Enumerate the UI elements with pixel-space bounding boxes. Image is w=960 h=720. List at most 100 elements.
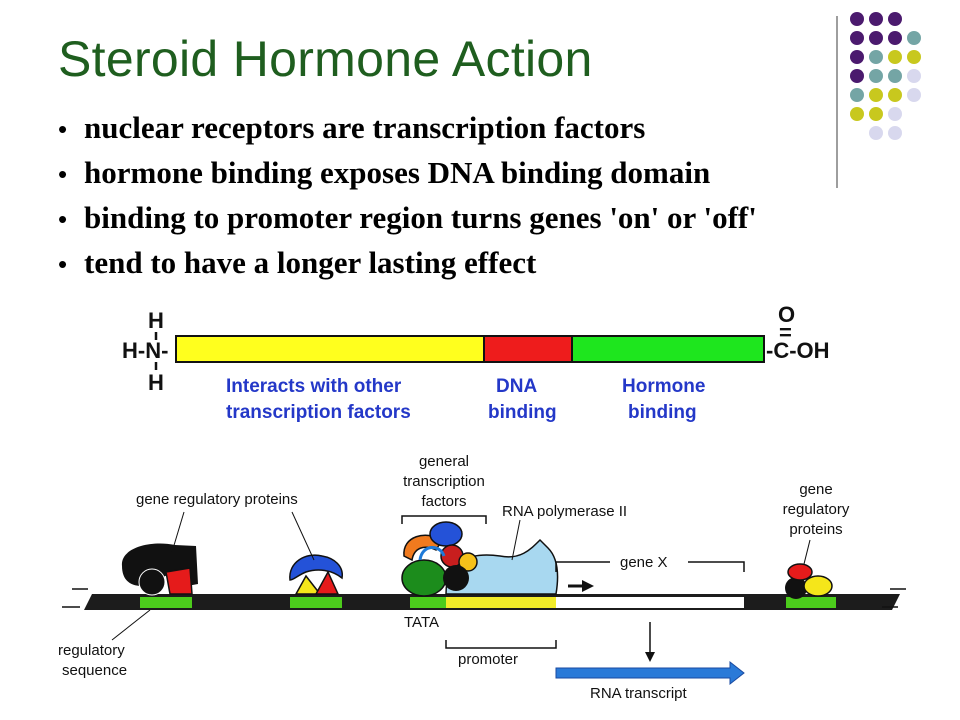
domain-bar-transactivation [175, 335, 485, 363]
rna-transcript-arrow [555, 660, 745, 686]
n-terminus-h-top: H [148, 308, 164, 333]
decorative-dot [869, 107, 883, 121]
label-gene-regulatory-proteins-right: proteins [789, 521, 842, 538]
bullet-text: binding to promoter region turns genes '… [84, 200, 757, 235]
tf-black [443, 565, 469, 591]
leader-line [803, 539, 811, 565]
decorative-dot [907, 31, 921, 45]
bullet-text: hormone binding exposes DNA binding doma… [84, 155, 711, 190]
label-gene-regulatory-proteins: gene regulatory proteins [136, 491, 298, 508]
regulatory-protein-ball [138, 568, 166, 596]
regulatory-sequence-site [786, 597, 836, 608]
n-terminus-amine: H-N- [122, 338, 168, 363]
label-gene-regulatory-proteins-right: gene [799, 481, 832, 498]
label-tata: TATA [404, 614, 439, 631]
decorative-dot [907, 69, 921, 83]
decorative-dot [850, 107, 864, 121]
decorative-dot [850, 31, 864, 45]
bullet-marker: • [58, 249, 68, 279]
leader-line [171, 511, 185, 553]
domain-label: binding [488, 402, 557, 423]
decorative-dot [850, 88, 864, 102]
decorative-dot [869, 31, 883, 45]
slide-title: Steroid Hormone Action [58, 31, 593, 87]
decorative-dot [888, 126, 902, 140]
bullet-text: nuclear receptors are transcription fact… [84, 110, 646, 145]
regulatory-protein-yellow [803, 575, 833, 597]
decorative-dot [907, 88, 921, 102]
regulatory-protein-yellow [294, 574, 322, 595]
bullet-item: • tend to have a longer lasting effect [58, 241, 938, 286]
bullet-list: • nuclear receptors are transcription fac… [58, 106, 938, 286]
gene-x-bracket [555, 561, 745, 572]
bullet-marker: • [58, 159, 68, 189]
tf-bracket [401, 515, 487, 524]
decorative-dot [888, 88, 902, 102]
label-general-tf: transcription [403, 473, 485, 490]
promoter-bracket [445, 640, 557, 649]
domain-bar-hormone-binding [571, 335, 765, 363]
decorative-dot-grid [850, 12, 960, 162]
decorative-dot [888, 12, 902, 26]
label-promoter: promoter [458, 651, 518, 668]
decorative-dot [850, 69, 864, 83]
promoter-region [446, 597, 556, 608]
decorative-dot [850, 12, 864, 26]
domain-bar-dna-binding [483, 335, 573, 363]
label-general-tf: factors [421, 493, 466, 510]
label-rna-polymerase: RNA polymerase II [502, 503, 627, 520]
label-general-tf: general [419, 453, 469, 470]
decorative-dot [869, 69, 883, 83]
domain-label: DNA [496, 376, 537, 397]
tf-yellow [458, 552, 478, 572]
leader-line [291, 511, 315, 561]
bullet-item: • hormone binding exposes DNA binding dom… [58, 151, 938, 196]
label-regulatory-sequence: regulatory [58, 642, 125, 659]
decorative-dot [869, 50, 883, 64]
bullet-marker: • [58, 114, 68, 144]
label-gene-regulatory-proteins-right: regulatory [783, 501, 850, 518]
decorative-dot [888, 69, 902, 83]
c-terminus-oxygen: O [778, 302, 795, 327]
regulatory-protein-red [165, 567, 193, 595]
bullet-item: • nuclear receptors are transcription fac… [58, 106, 938, 151]
decorative-dot [888, 50, 902, 64]
decorative-dot [907, 50, 921, 64]
label-gene-x: gene X [620, 554, 668, 571]
decorative-dot [869, 12, 883, 26]
decorative-dot [888, 31, 902, 45]
decorative-dot [850, 50, 864, 64]
regulatory-protein-blue [289, 554, 343, 581]
domain-label: binding [628, 402, 697, 423]
bullet-text: tend to have a longer lasting effect [84, 245, 537, 280]
gene-x-region [556, 597, 744, 608]
c-terminus-double-bond: = [779, 320, 792, 345]
domain-label: Hormone [622, 376, 705, 397]
c-terminus-carboxyl: -C-OH [766, 338, 830, 363]
n-terminus-h-bottom: H [148, 370, 164, 395]
transcription-arrow-head [645, 652, 655, 662]
start-arrow-head [582, 580, 594, 592]
tf-green [401, 559, 447, 597]
regulatory-protein-black [785, 577, 807, 599]
domain-label: transcription factors [226, 402, 411, 423]
title-divider [836, 16, 838, 188]
regulatory-protein-red [787, 563, 813, 581]
tf-blue [429, 521, 463, 547]
regulatory-protein-red [314, 570, 340, 595]
domain-label: Interacts with other [226, 376, 402, 397]
decorative-dot [888, 107, 902, 121]
tf-blue-ribbon [418, 546, 446, 561]
label-regulatory-sequence: sequence [62, 662, 127, 679]
tata-box [410, 597, 446, 608]
bullet-marker: • [58, 204, 68, 234]
regulatory-sequence-site [290, 597, 342, 608]
label-rna-transcript: RNA transcript [590, 685, 688, 702]
regulatory-sequence-site [140, 597, 192, 608]
leader-line [511, 519, 521, 561]
decorative-dot [869, 126, 883, 140]
bullet-item: • binding to promoter region turns genes … [58, 196, 938, 241]
leader-line [111, 609, 151, 641]
decorative-dot [869, 88, 883, 102]
